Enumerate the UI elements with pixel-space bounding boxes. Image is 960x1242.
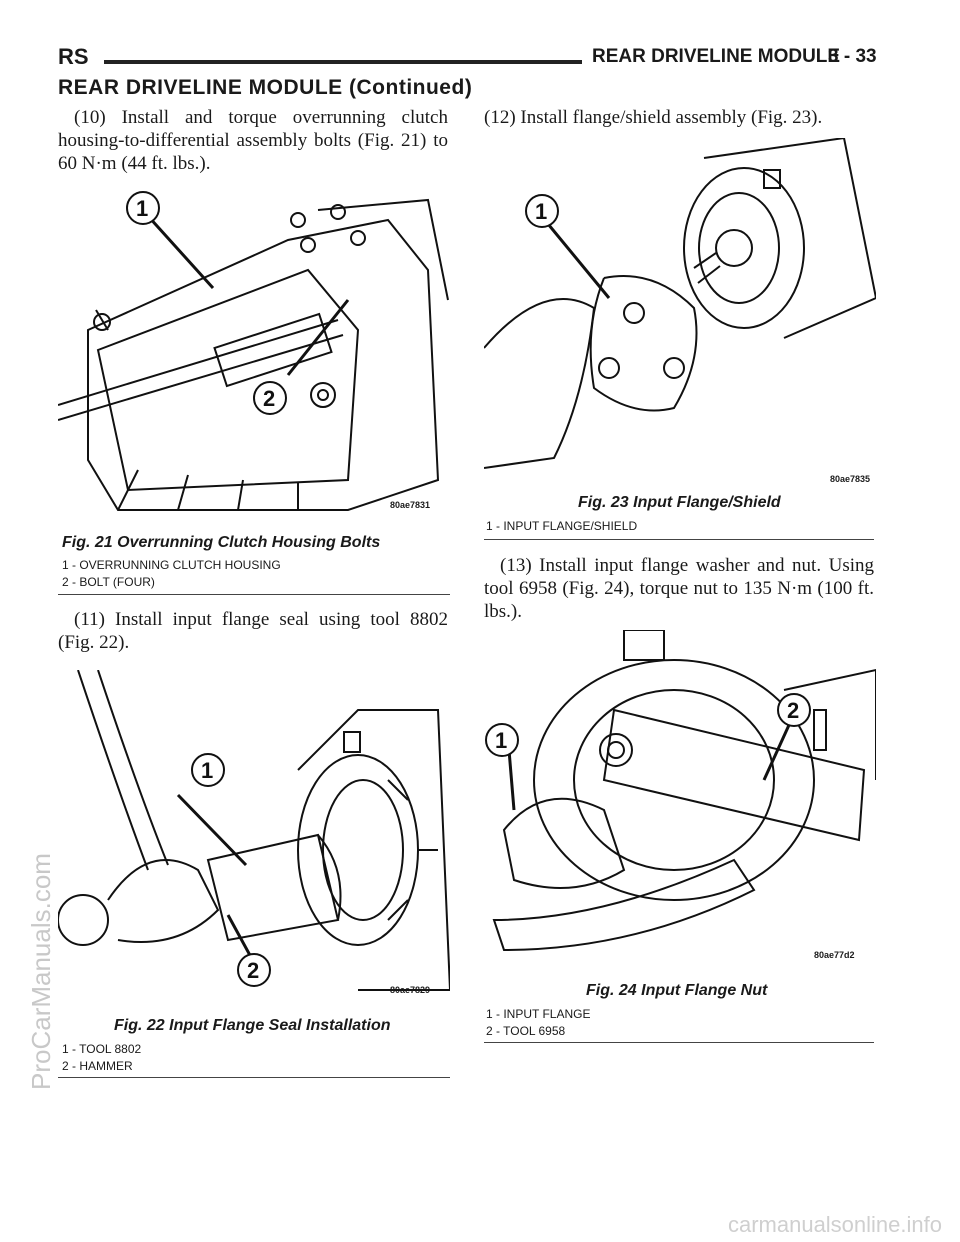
fig23-legend-1: 1 - INPUT FLANGE/SHIELD (486, 519, 638, 533)
fig23-rule (484, 539, 874, 540)
fig22-rule (58, 1077, 450, 1078)
fig24-callout-2: 2 (787, 698, 799, 723)
fig22-legend: 1 - TOOL 8802 2 - HAMMER (62, 1041, 141, 1075)
fig21-legend-2: 2 - BOLT (FOUR) (62, 575, 155, 589)
fig21-legend-1: 1 - OVERRUNNING CLUTCH HOUSING (62, 558, 281, 572)
fig24-code: 80ae77d2 (814, 950, 855, 960)
section-heading: REAR DRIVELINE MODULE (Continued) (58, 76, 473, 99)
step-12: (12) Install flange/shield assembly (Fig… (484, 107, 823, 128)
fig21-code: 80ae7831 (390, 500, 431, 510)
fig21-legend: 1 - OVERRUNNING CLUTCH HOUSING 2 - BOLT … (62, 557, 281, 591)
fig21-callout-2: 2 (263, 386, 275, 411)
figure-22: 1 2 (58, 670, 450, 1000)
fig22-caption: Fig. 22 Input Flange Seal Installation (114, 1017, 391, 1034)
figure-23-illustration: 1 (484, 138, 876, 469)
fig24-legend-2: 2 - TOOL 6958 (486, 1024, 566, 1038)
figure-24: 1 2 (484, 630, 876, 968)
figure-22-illustration: 1 2 (58, 670, 450, 991)
figure-21-illustration: 1 2 (58, 191, 449, 511)
fig23-legend: 1 - INPUT FLANGE/SHIELD (486, 518, 637, 535)
fig24-caption: Fig. 24 Input Flange Nut (586, 982, 768, 999)
fig22-legend-2: 2 - HAMMER (62, 1059, 133, 1073)
fig22-callout-2: 2 (247, 958, 259, 983)
fig24-rule (484, 1042, 874, 1043)
step-13: (13) Install input flange washer and nut… (484, 555, 874, 622)
fig23-caption: Fig. 23 Input Flange/Shield (578, 494, 781, 511)
fig22-callout-1: 1 (201, 758, 213, 783)
figure-21: 1 2 (58, 180, 450, 520)
fig22-code: 80ae7829 (390, 985, 431, 995)
fig24-legend-1: 1 - INPUT FLANGE (486, 1007, 591, 1021)
footer-watermark: carmanualsonline.info (727, 1212, 942, 1237)
side-watermark: ProCarManuals.com (26, 853, 56, 1090)
fig24-callout-1: 1 (495, 728, 507, 753)
fig21-callout-1: 1 (136, 196, 148, 221)
step-11: (11) Install input flange seal using too… (58, 609, 448, 653)
fig21-rule (58, 594, 450, 595)
figure-23: 1 (484, 138, 876, 486)
fig23-code: 80ae7835 (830, 474, 871, 484)
header-rule (104, 60, 582, 64)
page-number: 3 - 33 (828, 46, 877, 67)
header-title: REAR DRIVELINE MODULE (592, 46, 841, 67)
step-10: (10) Install and torque overrunning clut… (58, 107, 448, 174)
fig22-legend-1: 1 - TOOL 8802 (62, 1042, 142, 1056)
fig24-legend: 1 - INPUT FLANGE 2 - TOOL 6958 (486, 1006, 590, 1040)
fig23-callout-1: 1 (535, 199, 547, 224)
header-left: RS (58, 44, 89, 69)
fig21-caption: Fig. 21 Overrunning Clutch Housing Bolts (62, 534, 381, 551)
figure-24-illustration: 1 2 (485, 630, 876, 952)
